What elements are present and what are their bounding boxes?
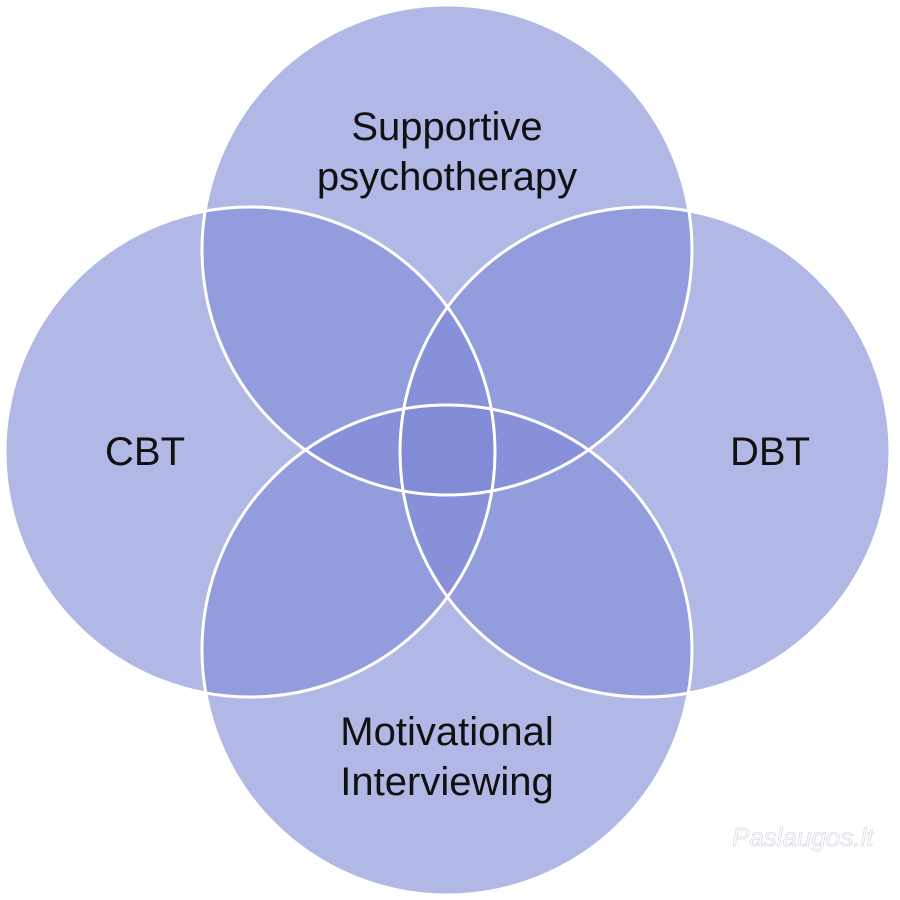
set-label-cbt: CBT (105, 430, 185, 474)
set-label-supportive-line-2: psychotherapy (317, 155, 577, 199)
venn-outlines (3, 3, 892, 897)
venn-circle-outline-right (398, 205, 892, 699)
venn-labels: Supportive psychotherapy CBT DBT Motivat… (105, 105, 810, 804)
set-label-motivational-line-2: Interviewing (340, 760, 553, 804)
venn-circle-outline-left (3, 205, 497, 699)
watermark-logo: Paslaugos.lt PASLAUGŲ PORTALAS Nr.1 (732, 822, 874, 873)
watermark-brand: Paslaugos.lt (732, 822, 874, 852)
venn-circle-outline-bottom (200, 403, 694, 897)
venn-circle-bottom (202, 405, 692, 895)
set-label-motivational-line-1: Motivational (340, 710, 553, 754)
watermark-tagline: PASLAUGŲ PORTALAS (732, 860, 839, 870)
set-label-supportive-line-1: Supportive (351, 105, 542, 149)
set-label-dbt: DBT (730, 430, 810, 474)
venn-circle-outline-top (200, 3, 694, 497)
venn-circles (5, 5, 890, 895)
watermark-badge: Nr.1 (845, 860, 866, 872)
